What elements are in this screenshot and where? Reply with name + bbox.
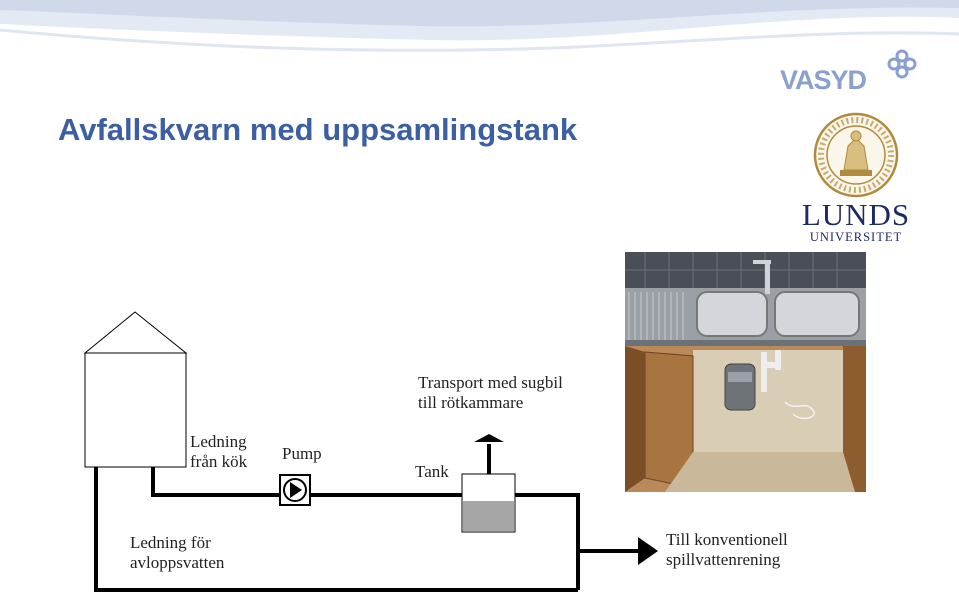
kitchen-line-label-2: från kök [190, 452, 248, 471]
kitchen-pipe [151, 467, 280, 497]
tank-overflow-pipe [515, 493, 580, 590]
house-building [83, 311, 188, 468]
pump-label: Pump [282, 444, 322, 463]
transport-arrow [474, 434, 504, 474]
header-wave [0, 0, 959, 52]
transport-label-1: Transport med sugbil [418, 373, 563, 392]
university-name: LUNDS [801, 197, 911, 232]
sewer-line-label: Ledning för avloppsvatten [130, 533, 224, 573]
kitchen-line-label-1: Ledning [190, 432, 247, 451]
vasyd-logo-text: VASYD [780, 65, 867, 94]
sink-cabinet-photo [625, 252, 866, 492]
sewer-line-label-2: avloppsvatten [130, 553, 225, 572]
collection-tank [461, 473, 516, 533]
sewer-line-label-1: Ledning för [130, 533, 211, 552]
page-title: Avfallskvarn med uppsamlingstank [58, 112, 578, 147]
outlet-label: Till konventionell spillvattenrening [666, 530, 788, 570]
outlet-label-2: spillvattenrening [666, 550, 781, 569]
lund-university-logo: LUNDS UNIVERSITET [800, 197, 912, 244]
pump-symbol [279, 474, 311, 506]
sewer-pipe [94, 467, 578, 592]
vasyd-logo: VASYD [778, 44, 920, 99]
outlet-arrow [578, 537, 658, 565]
transport-label: Transport med sugbil till rötkammare [418, 373, 563, 413]
outlet-label-1: Till konventionell [666, 530, 788, 549]
kitchen-line-label: Ledning från kök [190, 432, 247, 472]
transport-label-2: till rötkammare [418, 393, 524, 412]
lund-university-seal [810, 112, 902, 203]
university-subname: UNIVERSITET [809, 230, 903, 244]
tank-label: Tank [415, 462, 449, 481]
